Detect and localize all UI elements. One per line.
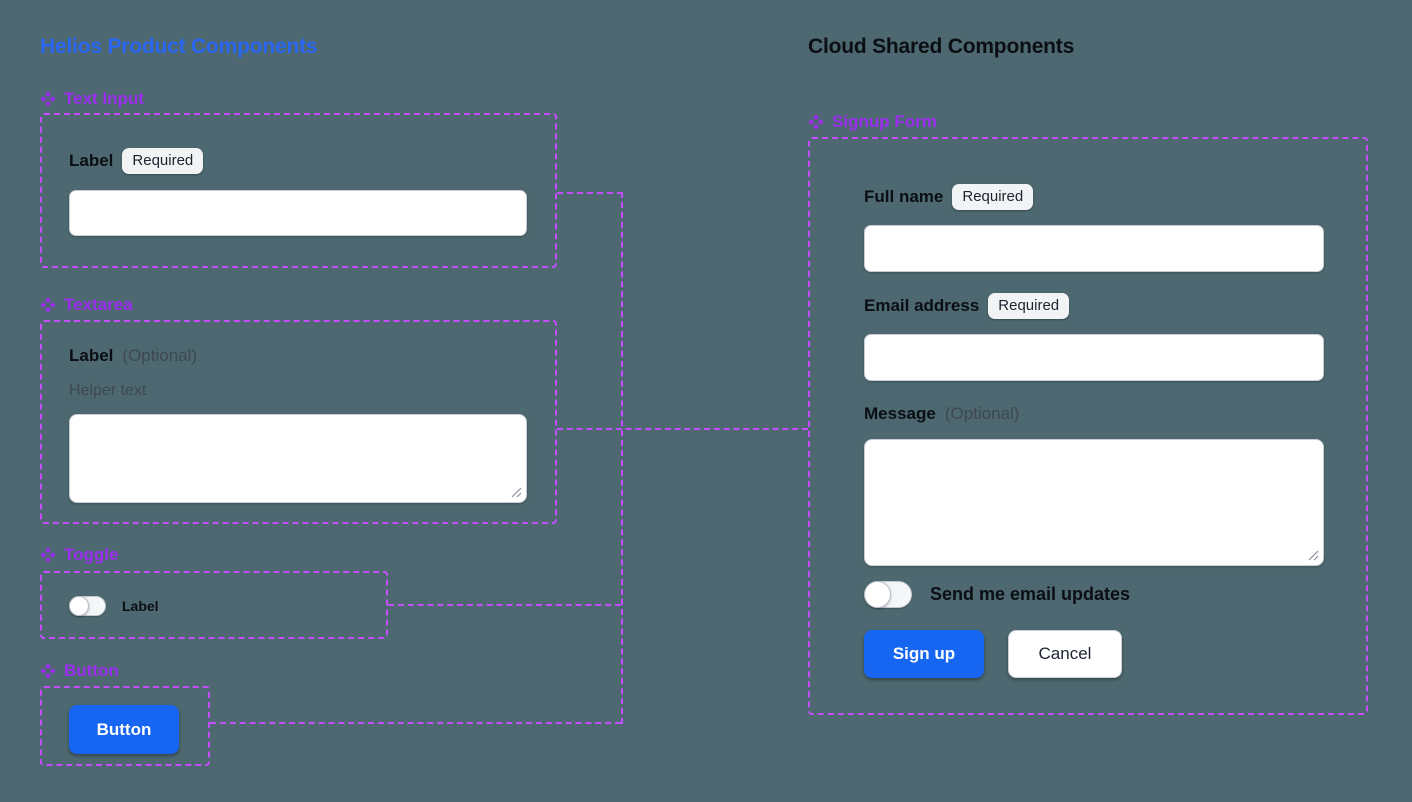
component-heading-label: Textarea: [64, 295, 133, 314]
component-icon: [40, 663, 56, 679]
toggle-component-frame: Label: [40, 571, 388, 639]
left-panel-title: Helios Product Components: [40, 35, 318, 58]
field-label: Full name: [864, 187, 944, 206]
field-label: Message: [864, 404, 936, 423]
message-textarea[interactable]: [864, 439, 1324, 566]
toggle-switch[interactable]: [69, 596, 106, 616]
signup-form-component-heading: Signup Form: [808, 112, 937, 132]
connector-button: [210, 722, 621, 724]
right-panel-title: Cloud Shared Components: [808, 35, 1075, 58]
primary-button[interactable]: Button: [69, 705, 179, 754]
email-updates-toggle[interactable]: [864, 581, 912, 608]
button-component-heading: Button: [40, 661, 119, 681]
required-badge: Required: [122, 148, 204, 174]
field-label: Label: [69, 151, 114, 170]
email-input[interactable]: [864, 334, 1324, 381]
text-input-component-heading: Text Input: [40, 89, 144, 109]
text-input-component-frame: Label Required: [40, 113, 557, 268]
email-updates-label: Send me email updates: [930, 584, 1131, 604]
connector-toggle: [388, 604, 621, 606]
button-component-frame: Button: [40, 686, 210, 766]
required-badge: Required: [952, 184, 1034, 210]
resize-handle-icon[interactable]: [510, 486, 522, 498]
field-label: Label: [69, 346, 114, 365]
connector-trunk: [621, 192, 623, 724]
text-input-field[interactable]: [69, 190, 527, 236]
helper-text: Helper text: [69, 382, 147, 399]
component-icon: [40, 91, 56, 107]
component-icon: [808, 114, 824, 130]
textarea-component-frame: Label (Optional) Helper text: [40, 320, 557, 524]
toggle-component-heading: Toggle: [40, 545, 118, 565]
full-name-input[interactable]: [864, 225, 1324, 272]
component-icon: [40, 297, 56, 313]
resize-handle-icon[interactable]: [1307, 549, 1319, 561]
optional-hint: (Optional): [944, 404, 1020, 423]
connector-text-input: [557, 192, 623, 194]
component-heading-label: Text Input: [64, 89, 144, 108]
textarea-field[interactable]: [69, 414, 527, 503]
component-heading-label: Toggle: [64, 545, 119, 564]
field-label: Email address: [864, 296, 980, 315]
textarea-component-heading: Textarea: [40, 295, 133, 315]
sign-up-button[interactable]: Sign up: [864, 630, 984, 678]
required-badge: Required: [988, 293, 1070, 319]
toggle-knob: [69, 596, 89, 616]
component-heading-label: Signup Form: [832, 112, 937, 131]
component-icon: [40, 547, 56, 563]
toggle-knob: [864, 581, 891, 608]
connector-textarea-to-form: [557, 428, 808, 430]
optional-hint: (Optional): [122, 346, 198, 365]
signup-form-frame: Full name Required Email address Require…: [808, 137, 1368, 715]
cancel-button[interactable]: Cancel: [1008, 630, 1122, 678]
toggle-label: Label: [122, 598, 159, 614]
component-heading-label: Button: [64, 661, 119, 680]
